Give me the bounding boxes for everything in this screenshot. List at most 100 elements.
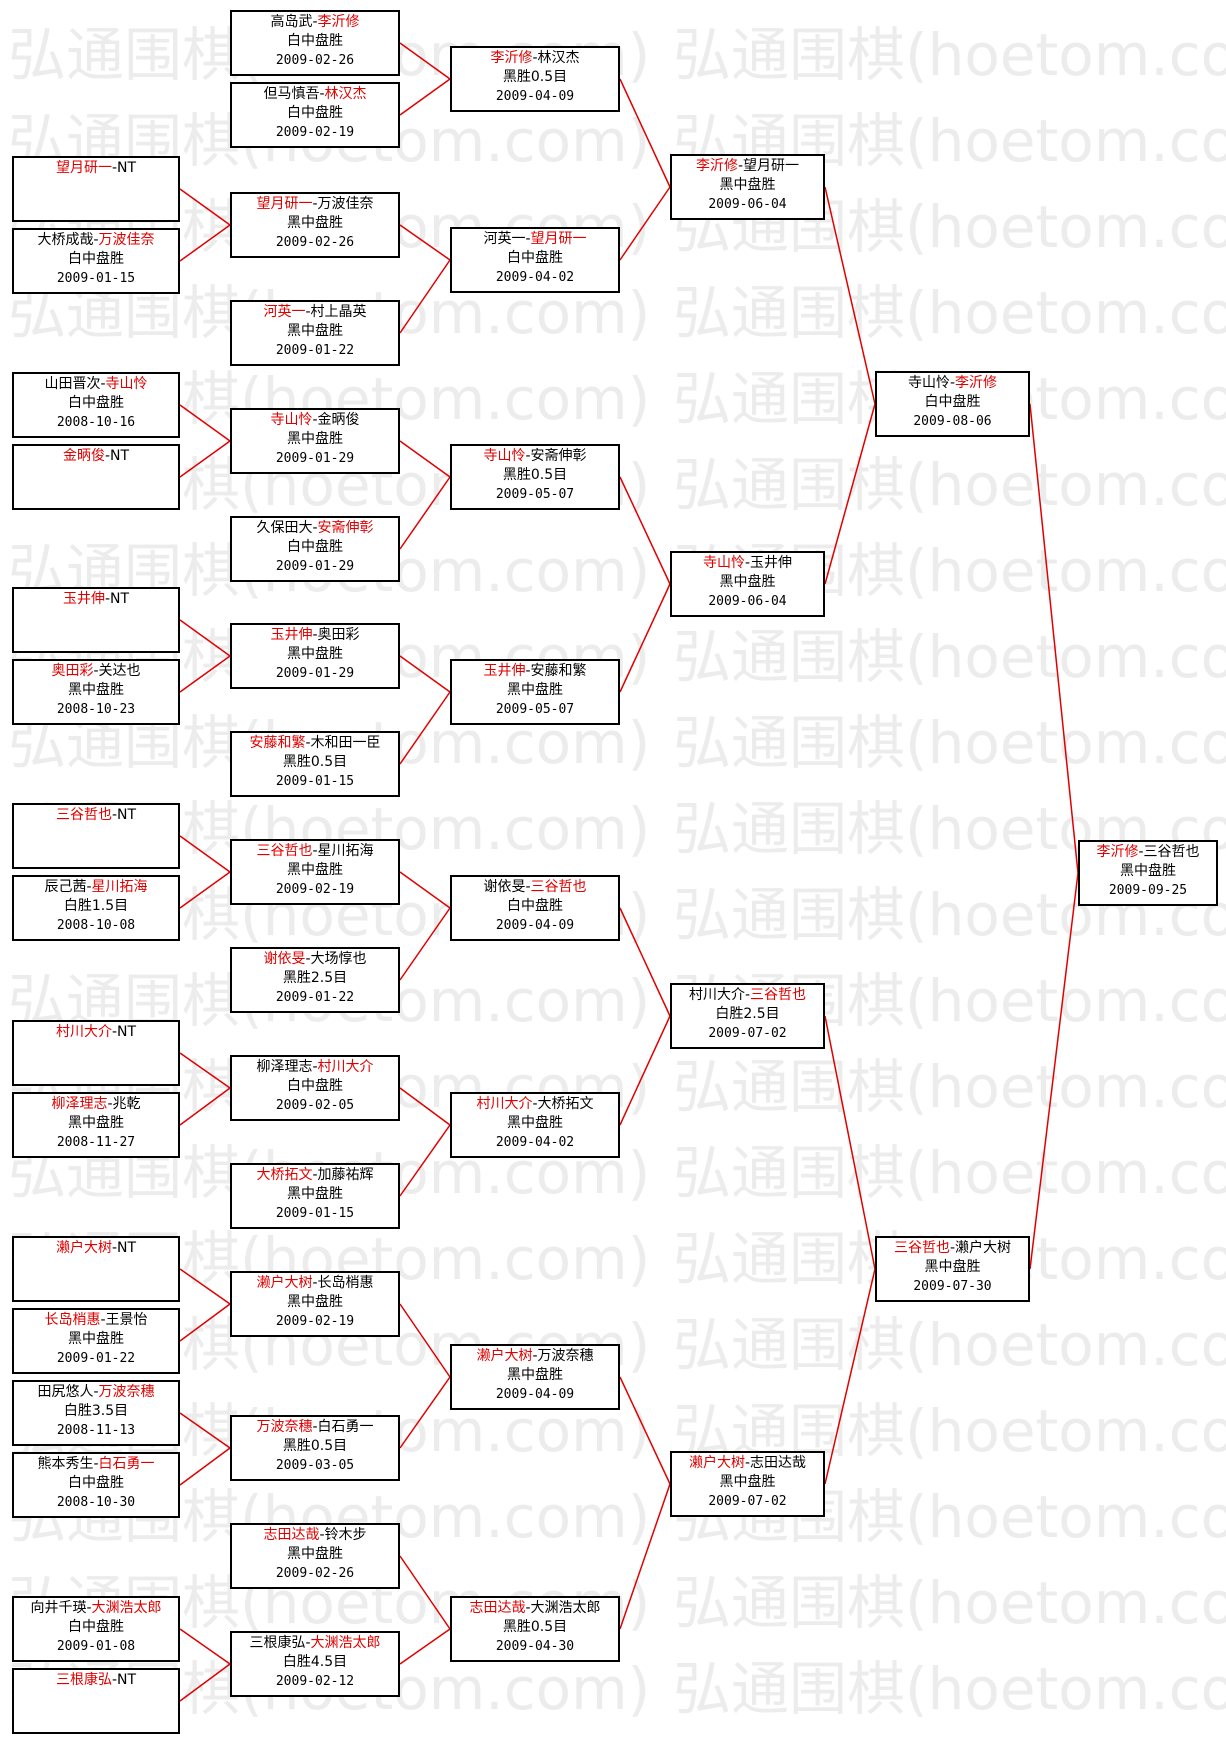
match-players: 村川大介-NT (14, 1023, 178, 1042)
match-date: 2009-04-09 (495, 89, 575, 104)
player-black: 志田达哉 (469, 1600, 526, 1616)
match-date: 2009-01-29 (275, 666, 355, 681)
player-white: 万波佳奈 (317, 196, 374, 212)
player-black: 高岛武 (270, 14, 313, 30)
match-date: 2009-01-15 (56, 271, 136, 286)
player-separator: - (111, 160, 118, 176)
match-date: 2009-07-30 (913, 1279, 992, 1294)
player-black: 玉井伸 (483, 663, 526, 679)
bracket-line (399, 78, 451, 116)
match-date: 2009-06-04 (708, 594, 787, 609)
match-result: 黑胜0.5目 (282, 1438, 348, 1454)
match-date: 2009-02-19 (275, 1314, 355, 1329)
match-date: 2008-11-13 (56, 1423, 136, 1438)
match-date (14, 485, 178, 504)
bracket-line (824, 1268, 876, 1485)
match-players: 河英一-望月研一 (452, 230, 618, 249)
player-separator: - (312, 1419, 318, 1435)
player-white: 加藤祐辉 (317, 1167, 374, 1183)
match-result: 白中盘胜 (287, 105, 343, 121)
bracket-line (399, 1087, 451, 1126)
player-separator: - (312, 14, 318, 30)
bracket-line (399, 476, 451, 550)
match-players: 向井千瑛-大渊浩太郎 (14, 1599, 178, 1618)
match-players: 谢依旻-三谷哲也 (452, 878, 618, 897)
player-white: 星川拓海 (317, 843, 374, 859)
player-separator: - (111, 807, 118, 823)
player-black: 柳泽理志 (256, 1059, 313, 1075)
player-black: 柳泽理志 (51, 1096, 108, 1112)
match-date: 2009-02-19 (275, 125, 355, 140)
bracket-line (179, 1268, 231, 1305)
watermark-text: 弘通围棋(hoetom.com) (673, 1655, 1226, 1723)
match-date: 2009-07-02 (708, 1026, 787, 1041)
match-players: 寺山怜-安斋伸彰 (452, 447, 618, 466)
match-result: 白胜4.5目 (282, 1654, 348, 1670)
player-separator: - (104, 448, 111, 464)
match-date: 2009-05-07 (495, 487, 575, 502)
match-result (14, 178, 178, 197)
player-separator: - (93, 232, 99, 248)
match-result (14, 825, 178, 844)
player-separator: - (312, 1275, 318, 1291)
player-white: 安斋伸彰 (530, 448, 587, 464)
match-date (14, 844, 178, 863)
match-players: 濑户大树-长岛梢惠 (232, 1274, 398, 1293)
player-separator: - (104, 591, 111, 607)
player-white: 大渊浩太郎 (530, 1600, 601, 1616)
bracket-line (179, 440, 231, 478)
match-date: 2009-02-12 (275, 1674, 355, 1689)
match-players: 柳泽理志-村川大介 (232, 1058, 398, 1077)
match-box-a5: 玉井伸-NT (12, 587, 180, 653)
player-black: 田尻悠人 (37, 1384, 94, 1400)
match-date: 2009-04-09 (495, 918, 575, 933)
bracket-line (399, 1555, 451, 1630)
player-white: 大桥拓文 (537, 1096, 594, 1112)
bracket-line (399, 871, 451, 909)
match-result: 黑中盘胜 (287, 1546, 343, 1562)
player-black: 志田达哉 (263, 1527, 320, 1543)
match-players: 寺山怜-李沂修 (877, 374, 1028, 393)
player-black: 万波奈穗 (256, 1419, 313, 1435)
bracket-line (179, 1087, 231, 1126)
player-black: 玉井伸 (62, 591, 105, 607)
match-result: 黑中盘胜 (68, 682, 124, 698)
bracket-line (824, 1015, 876, 1270)
player-black: 三根康弘 (249, 1635, 306, 1651)
watermark-text: 弘通围棋(hoetom.com) (673, 1569, 1226, 1637)
match-result: 黑中盘胜 (68, 1331, 124, 1347)
player-separator: - (93, 663, 99, 679)
match-result: 白中盘胜 (68, 395, 124, 411)
match-players: 李沂修-林汉杰 (452, 49, 618, 68)
player-white: 王景怡 (105, 1312, 148, 1328)
bracket-line (179, 1052, 231, 1089)
bracket-line (619, 1376, 671, 1485)
match-players: 村川大介-三谷哲也 (672, 986, 823, 1005)
player-black: 寺山怜 (483, 448, 526, 464)
match-result: 黑中盘胜 (287, 323, 343, 339)
bracket-line (179, 619, 231, 657)
match-players: 濑户大树-志田达哉 (672, 1454, 823, 1473)
match-result (14, 1042, 178, 1061)
match-players: 三谷哲也-濑户大树 (877, 1239, 1028, 1258)
match-date: 2009-09-25 (1108, 883, 1188, 898)
player-white: 大渊浩太郎 (310, 1635, 381, 1651)
bracket-line (1029, 872, 1079, 1270)
player-white: NT (110, 448, 130, 464)
player-black: 村川大介 (476, 1096, 533, 1112)
match-players: 村川大介-大桥拓文 (452, 1095, 618, 1114)
bracket-line (179, 1663, 231, 1702)
player-separator: - (312, 1059, 318, 1075)
match-players: 三谷哲也-NT (14, 806, 178, 825)
